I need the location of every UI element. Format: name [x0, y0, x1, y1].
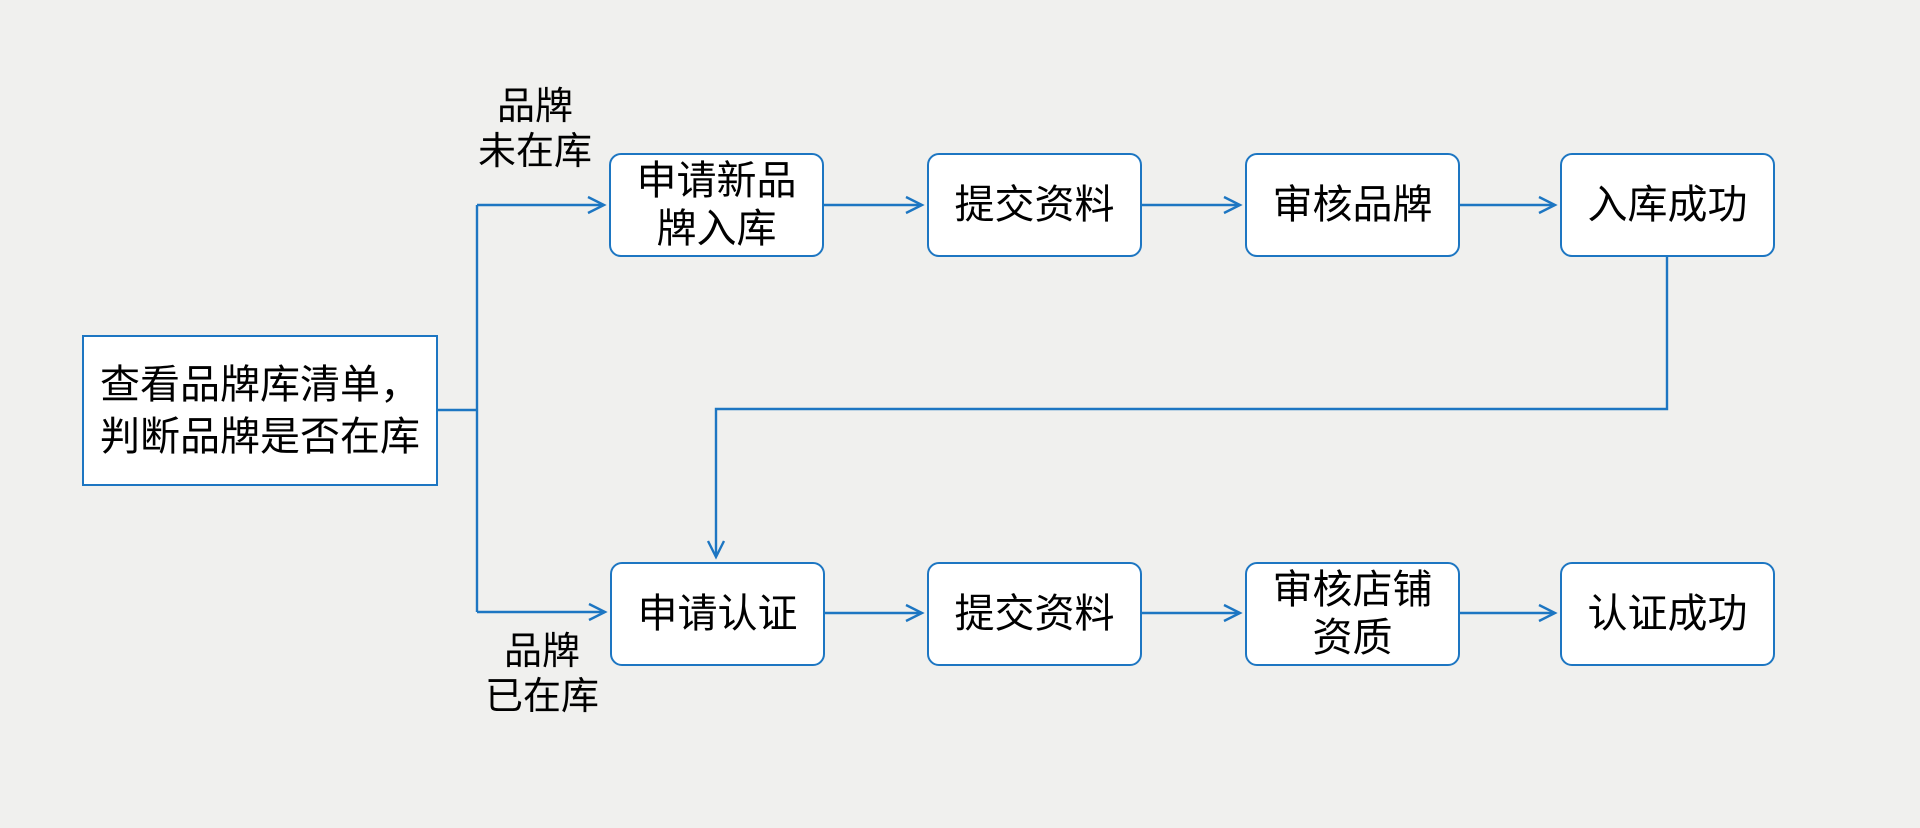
- flow-node-submit-materials-top: 提交资料: [927, 153, 1142, 257]
- node-label-line: 审核店铺: [1272, 568, 1433, 612]
- edge-label-line: 未在库: [477, 131, 592, 173]
- connector-storage-success-to-apply-certification: [706, 257, 1669, 560]
- node-label-line: 提交资料: [954, 183, 1115, 227]
- flow-node-apply-new-brand-storage: 申请新品 牌入库: [609, 153, 824, 257]
- node-label-line: 认证成功: [1587, 592, 1748, 636]
- node-label-line: 资质: [1312, 616, 1393, 660]
- flow-node-submit-materials-bottom: 提交资料: [927, 562, 1142, 666]
- edge-label-brand-not-in-library: 品牌 未在库: [425, 85, 645, 175]
- edge-label-line: 品牌: [496, 86, 573, 128]
- flow-node-certification-success: 认证成功: [1560, 562, 1775, 666]
- node-label-line: 判断品牌是否在库: [100, 414, 420, 459]
- node-label-line: 牌入库: [656, 207, 777, 251]
- node-label-line: 提交资料: [954, 592, 1115, 636]
- connector-branch-backbone: [438, 205, 479, 612]
- node-label-line: 入库成功: [1587, 183, 1748, 227]
- node-label-line: 申请新品: [636, 159, 797, 203]
- flow-node-review-brand: 审核品牌: [1245, 153, 1460, 257]
- flow-node-review-shop-qualification: 审核店铺 资质: [1245, 562, 1460, 666]
- node-label-line: 申请认证: [637, 592, 798, 636]
- node-label-line: 审核品牌: [1272, 183, 1433, 227]
- edge-label-brand-in-library: 品牌 已在库: [432, 630, 652, 720]
- edge-label-line: 已在库: [484, 676, 599, 718]
- flow-node-apply-certification: 申请认证: [610, 562, 825, 666]
- flow-node-check-brand-library: 查看品牌库清单， 判断品牌是否在库: [82, 335, 438, 486]
- flow-node-storage-success: 入库成功: [1560, 153, 1775, 257]
- node-label-line: 查看品牌库清单，: [100, 362, 420, 407]
- edge-label-line: 品牌: [503, 631, 580, 673]
